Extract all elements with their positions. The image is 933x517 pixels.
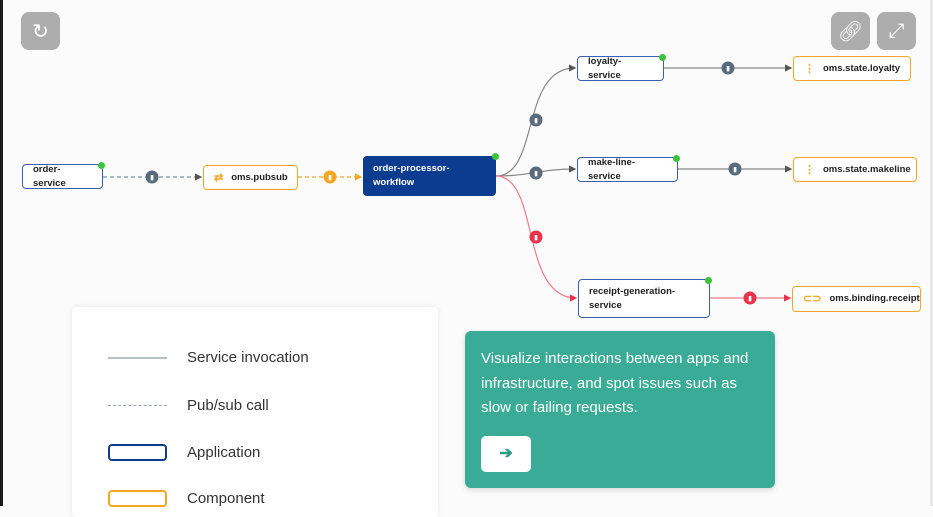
- node-oms-pubsub[interactable]: ⇄ oms.pubsub: [203, 165, 298, 190]
- state-store-icon: ⋮: [804, 163, 815, 176]
- node-make-line-service[interactable]: make-line-service: [577, 155, 680, 182]
- status-dot: [98, 162, 105, 169]
- info-card-text: Visualize interactions between apps and …: [481, 350, 749, 416]
- status-dot: [673, 155, 680, 162]
- legend-item: Component: [108, 490, 265, 507]
- legend-swatch: [108, 356, 167, 359]
- legend-label: Application: [187, 444, 261, 461]
- status-dot: [705, 277, 712, 284]
- node-label: oms.binding.receipt: [829, 293, 920, 304]
- pubsub-icon: ⇄: [214, 171, 224, 184]
- legend-item: Service invocation: [108, 349, 309, 366]
- next-button[interactable]: ➔: [481, 436, 531, 472]
- fullscreen-button[interactable]: ⤢: [877, 12, 916, 50]
- status-dot: [492, 153, 499, 160]
- legend-label: Pub/sub call: [187, 397, 269, 414]
- node-label: order-service: [33, 163, 66, 189]
- metrics-icon[interactable]: ▮: [721, 61, 735, 75]
- status-dot: [659, 54, 666, 61]
- refresh-button[interactable]: ↻: [21, 12, 60, 50]
- expand-icon: ⤢: [888, 19, 905, 42]
- legend-label: Service invocation: [187, 349, 309, 366]
- metrics-icon[interactable]: ▮: [529, 113, 543, 127]
- metrics-icon[interactable]: ▮: [323, 170, 337, 184]
- arrow-right-icon: ➔: [499, 444, 513, 462]
- node-label: oms.pubsub: [231, 171, 288, 183]
- node-oms-binding-receipt[interactable]: ⊂⊃ oms.binding.receipt: [792, 286, 921, 312]
- node-label: make-line-service: [588, 156, 635, 182]
- legend-label: Component: [187, 490, 265, 507]
- refresh-icon: ↻: [32, 20, 49, 43]
- legend-swatch: [108, 490, 167, 507]
- legend-item: Application: [108, 444, 260, 461]
- legend-swatch: [108, 405, 167, 406]
- window-edge: [930, 0, 933, 506]
- node-label: oms.state.makeline: [823, 163, 911, 175]
- metrics-icon[interactable]: ▮: [529, 230, 543, 244]
- node-oms-state-loyalty[interactable]: ⋮ oms.state.loyalty: [793, 56, 911, 81]
- copy-link-button[interactable]: 🔗︎: [831, 12, 870, 50]
- state-store-icon: ⋮: [804, 62, 815, 75]
- node-receipt-generation-service[interactable]: receipt-generation-service: [578, 277, 712, 318]
- info-card: Visualize interactions between apps and …: [465, 331, 775, 488]
- metrics-icon[interactable]: ▮: [145, 170, 159, 184]
- metrics-icon[interactable]: ▮: [743, 291, 757, 305]
- link-icon: 🔗︎: [837, 20, 864, 43]
- node-order-service[interactable]: order-service: [22, 162, 105, 189]
- metrics-icon[interactable]: ▮: [529, 166, 543, 180]
- window-edge: [0, 0, 3, 506]
- node-label: oms.state.loyalty: [823, 62, 901, 74]
- legend-swatch: [108, 444, 167, 461]
- metrics-icon[interactable]: ▮: [728, 162, 742, 176]
- node-order-processor-workflow[interactable]: order-processor-workflow: [363, 153, 499, 196]
- node-label: order-processor-workflow: [373, 163, 450, 188]
- node-label: receipt-generation-service: [589, 285, 676, 311]
- node-oms-state-makeline[interactable]: ⋮ oms.state.makeline: [793, 157, 917, 182]
- node-loyalty-service[interactable]: loyalty-service: [577, 54, 666, 81]
- node-label: loyalty-service: [588, 55, 622, 81]
- legend-panel: Service invocation Pub/sub call Applicat…: [72, 307, 438, 517]
- legend-item: Pub/sub call: [108, 397, 269, 414]
- binding-link-icon: ⊂⊃: [803, 293, 822, 305]
